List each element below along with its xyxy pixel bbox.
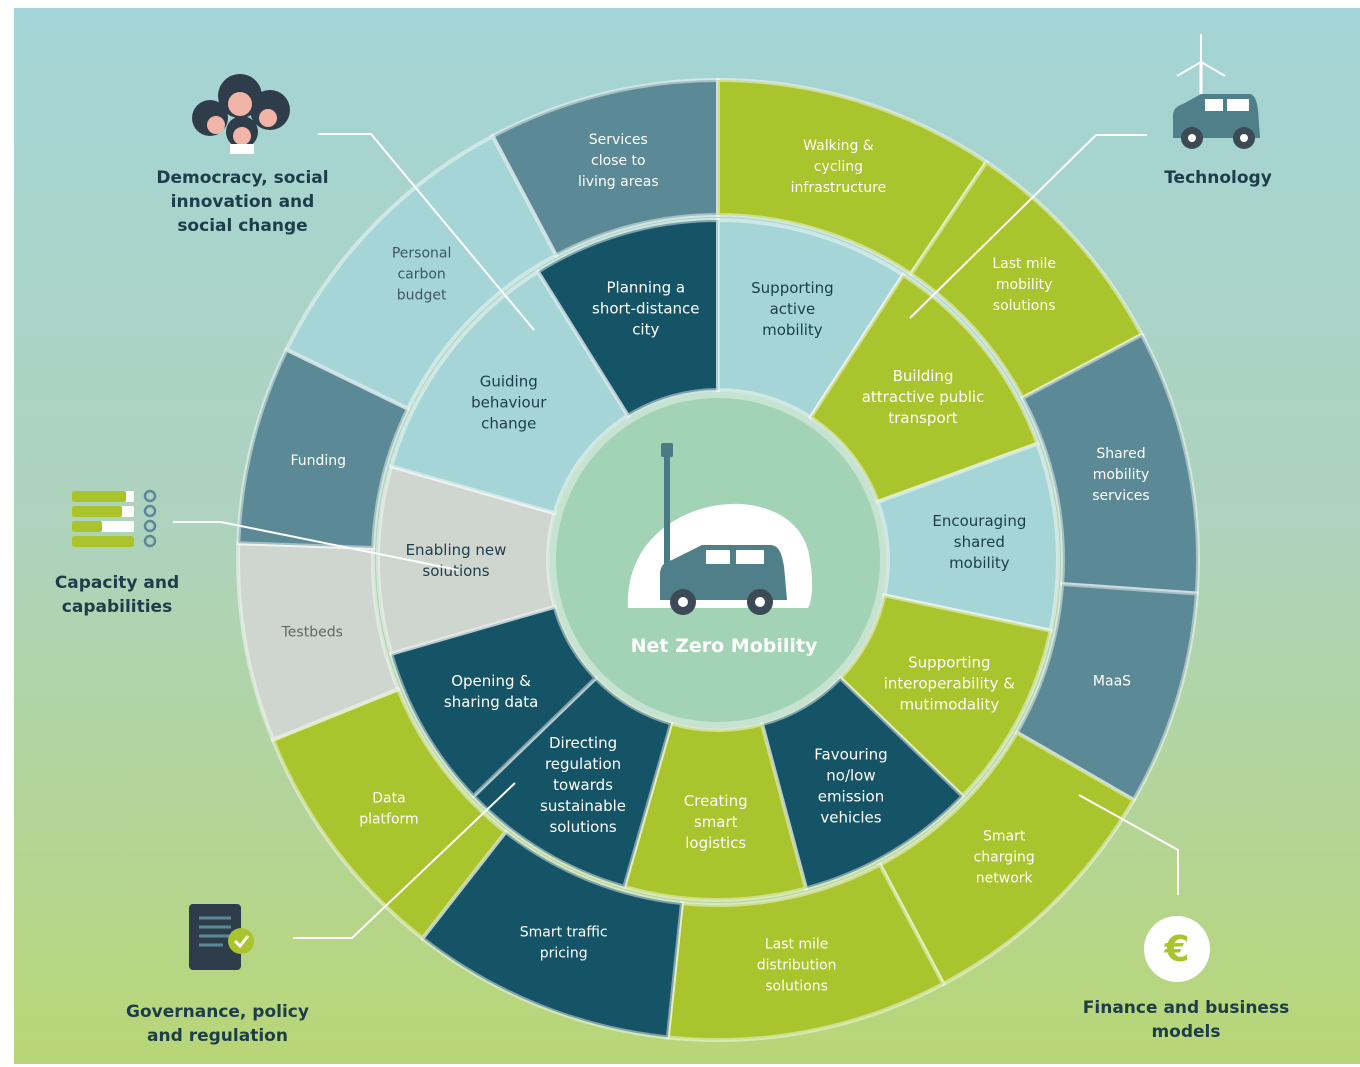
connector-capacity <box>173 521 459 571</box>
category-connector-lines <box>173 133 1179 939</box>
outer-label-maas: MaaS <box>1093 673 1131 689</box>
inner-segment-planning <box>535 217 720 419</box>
connector-technology <box>909 134 1147 319</box>
people-group-icon <box>192 74 290 154</box>
inner-segment-enabling <box>376 463 558 657</box>
outer-segment-shared-mobility-services <box>1019 331 1200 596</box>
outer-segment-last-mile-mobility <box>908 159 1145 401</box>
euro-coin-icon: € <box>1144 916 1210 982</box>
inner-segment-guiding <box>388 268 631 516</box>
inner-segment-public-transport <box>807 272 1041 505</box>
inner-segment-opening-data <box>388 604 599 800</box>
inner-segment-interop <box>837 592 1053 800</box>
progress-bars-icon <box>72 489 157 548</box>
category-democracy-label: Democracy, social innovation and social … <box>156 168 329 236</box>
connector-governance <box>293 782 516 939</box>
category-technology-label: Technology <box>1164 168 1272 188</box>
inner-label-opening-data: Opening &sharing data <box>444 672 538 711</box>
inner-segment-no-emission <box>759 675 966 891</box>
outer-label-funding: Funding <box>290 453 346 469</box>
inner-segment-smart-logistics <box>621 720 809 902</box>
inner-segment-active <box>716 217 906 421</box>
category-capacity-label: Capacity and capabilities <box>54 573 180 617</box>
category-finance-label: Finance and business models <box>1082 998 1290 1042</box>
outer-segment-walking-cycling <box>716 77 990 277</box>
inner-segment-directing-regulation <box>470 675 674 890</box>
document-check-icon <box>189 904 254 970</box>
connector-finance <box>1078 794 1179 895</box>
car-streetlamp-icon <box>627 443 813 615</box>
outer-label-testbeds: Testbeds <box>281 624 343 640</box>
outer-segment-testbeds <box>235 541 401 743</box>
outer-segment-funding <box>236 346 411 551</box>
hub: Net Zero Mobility <box>550 392 886 728</box>
connector-democracy <box>318 133 535 331</box>
inner-segment-shared <box>875 441 1060 634</box>
euro-symbol: € <box>1163 929 1189 970</box>
category-governance-label: Governance, policy and regulation <box>126 1002 309 1046</box>
outer-segment-personal-carbon <box>283 133 559 412</box>
electric-car-wind-turbine-icon <box>1173 34 1260 149</box>
hub-title: Net Zero Mobility <box>631 635 818 657</box>
